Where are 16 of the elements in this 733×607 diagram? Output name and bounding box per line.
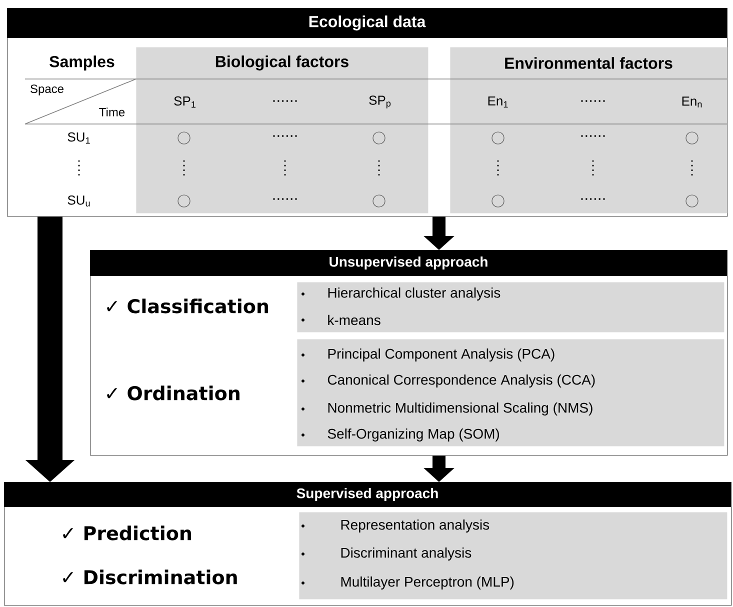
table-header: Space [30,84,64,96]
method-category-label: ✓ Ordination [107,386,240,400]
table-header: En$_{1}$ [488,96,508,108]
method-category-label: ✓ Prediction [63,526,191,540]
method-list-panel: Representation analysis Discriminant analysis Multilayer Perceptron (MLP) [299,512,728,600]
table-header: SP$_{1}$ [174,96,196,108]
table-header: Samples [50,56,114,70]
method-list-panel: Principal Component Analysis (PCA) Canonical Correspondence Analysis (CCA) Nonmetric Multidimensional Scaling (NMS) Self-Organizing Map (SOM) [297,339,724,446]
table-header: En$_{n}$ [682,96,702,108]
table-header: SP$_{p}$ [369,96,391,108]
table-header: SU$_{1}$ [68,132,90,144]
method-category-label: ✓ Classification [107,298,268,314]
method-list-panel: Hierarchical cluster analysis k-means [297,282,724,332]
method-category-label: ✓ Discrimination [63,570,237,584]
table-header: Time [99,108,125,116]
table-header: SU$_{u}$ [68,196,90,206]
